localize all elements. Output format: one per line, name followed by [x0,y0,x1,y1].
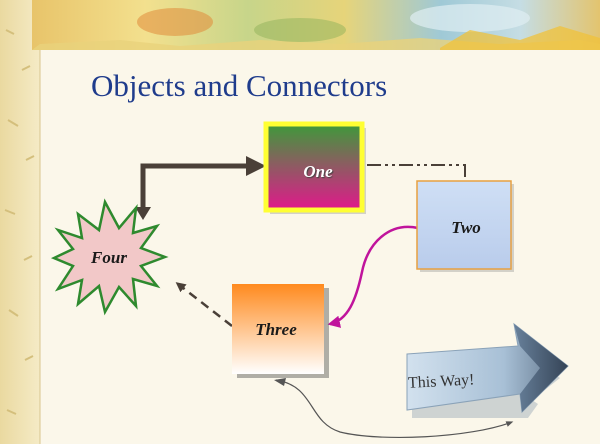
shape-two-label: Two [451,218,481,237]
shape-one[interactable] [263,121,365,213]
slide-title: Objects and Connectors [91,68,388,103]
shape-two[interactable] [416,180,512,270]
shape-four[interactable] [50,198,169,316]
shape-four-label: Four [91,248,127,267]
shape-one-label: One [303,162,333,181]
shape-three[interactable] [232,284,324,374]
shape-three-label: Three [255,320,297,339]
